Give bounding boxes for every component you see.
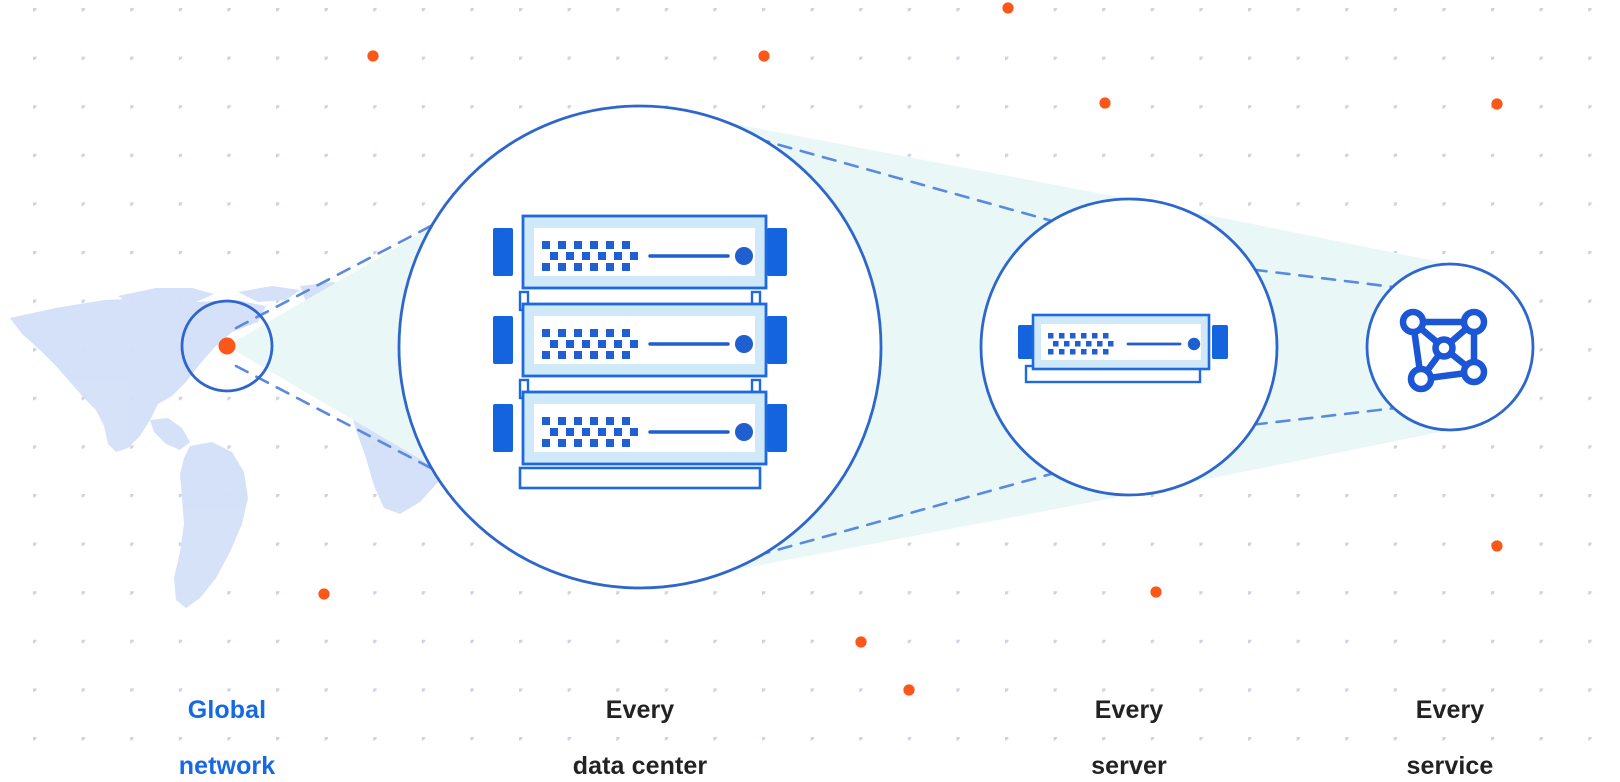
caption-line-2: service bbox=[1406, 752, 1494, 780]
network-nodes bbox=[1399, 308, 1488, 393]
caption-every-server[interactable]: Every server bbox=[979, 668, 1279, 782]
server-tab-left bbox=[1018, 325, 1034, 359]
caption-line-2: data center bbox=[572, 752, 708, 780]
caption-every-data-center[interactable]: Every data center bbox=[490, 668, 790, 782]
caption-line-1: Every bbox=[1415, 696, 1485, 724]
server-unit bbox=[493, 214, 787, 290]
accent-dot bbox=[855, 636, 867, 648]
caption-line-1: Every bbox=[605, 696, 675, 724]
server-unit bbox=[493, 390, 787, 466]
accent-dot bbox=[1150, 586, 1162, 598]
caption-line-1: Every bbox=[1094, 696, 1164, 724]
caption-line-2: network bbox=[178, 752, 276, 780]
caption-line-1: Global bbox=[187, 696, 267, 724]
server-tab-right bbox=[1212, 325, 1228, 359]
caption-line-2: server bbox=[1091, 752, 1167, 780]
server-vent-pattern bbox=[1048, 333, 1114, 355]
accent-dot-group bbox=[318, 2, 1503, 696]
accent-dot bbox=[318, 588, 330, 600]
accent-dot bbox=[758, 50, 770, 62]
accent-dot bbox=[1099, 97, 1111, 109]
globe-location-marker bbox=[218, 337, 236, 355]
accent-dot bbox=[1491, 98, 1503, 110]
accent-dot bbox=[1002, 2, 1014, 14]
accent-dot bbox=[1491, 540, 1503, 552]
accent-dot bbox=[367, 50, 379, 62]
caption-every-service[interactable]: Every service bbox=[1300, 668, 1600, 782]
caption-global-network[interactable]: Global network bbox=[77, 668, 377, 782]
server-unit bbox=[493, 302, 787, 378]
circle-globe-highlight bbox=[180, 299, 274, 393]
accent-dot bbox=[903, 684, 915, 696]
